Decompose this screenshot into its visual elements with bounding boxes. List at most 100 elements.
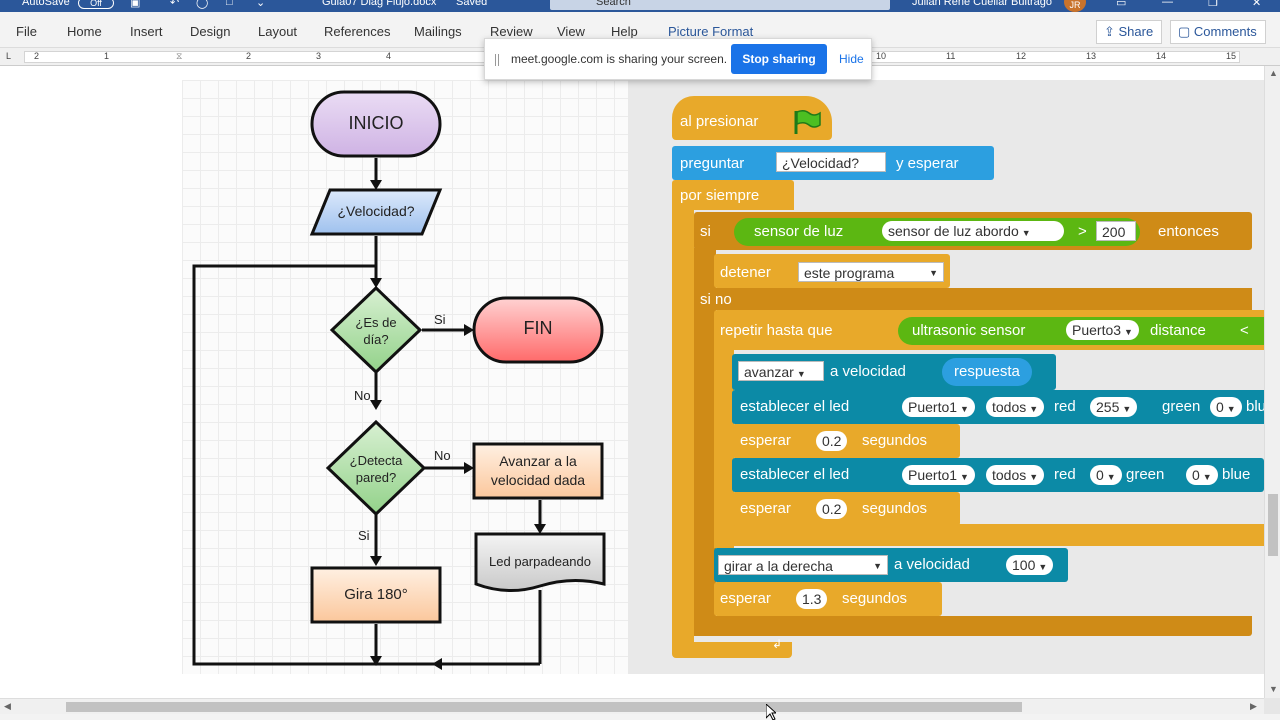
distance-label: distance (1150, 322, 1206, 339)
stop-dropdown[interactable]: este programa▼ (798, 262, 944, 282)
minimize-icon[interactable]: — (1162, 0, 1173, 8)
forever-label: por siempre (680, 187, 760, 204)
threshold-input[interactable]: 200 (1096, 221, 1136, 241)
saved-status: Saved (456, 0, 488, 8)
flowchart-image[interactable]: INICIO ¿Velocidad? ¿Es de día? Si No FIN… (182, 80, 628, 674)
vertical-scroll-thumb[interactable] (1268, 494, 1278, 556)
repeat-foot (714, 524, 1264, 546)
light-sensor-dropdown[interactable]: sensor de luz abordo▼ (882, 221, 1064, 241)
start-terminal (310, 90, 442, 158)
scroll-left-icon[interactable]: ◀ (4, 701, 11, 711)
red-dropdown-2[interactable]: 0▼ (1090, 465, 1122, 485)
tab-view[interactable]: View (557, 24, 585, 39)
scroll-right-icon[interactable]: ▶ (1250, 701, 1257, 711)
tab-design[interactable]: Design (190, 24, 231, 39)
avatar[interactable]: JR (1064, 0, 1086, 12)
close-icon[interactable]: ✕ (1252, 0, 1262, 9)
horizontal-scroll-thumb[interactable] (66, 702, 1022, 712)
tab-file[interactable]: File (16, 24, 37, 39)
chevron-down-icon: ▼ (796, 369, 806, 379)
led-all-dropdown-2[interactable]: todos▼ (986, 465, 1045, 485)
repeat-arm (714, 348, 734, 548)
comment-icon: ▢ (1178, 24, 1194, 39)
light-sensor-label: sensor de luz (754, 223, 844, 240)
autosave-toggle[interactable]: Off (78, 0, 114, 9)
green-label-2: green (1126, 466, 1165, 483)
if-foot (694, 616, 1252, 636)
red-value-1: 255 (1096, 399, 1120, 415)
share-button[interactable]: ⇪ Share (1096, 20, 1162, 44)
block-code-image[interactable]: al presionar preguntar ¿Velocidad? y esp… (628, 80, 1264, 674)
turn-speed-value: 100 (1012, 557, 1036, 573)
chevron-down-icon: ▼ (1029, 472, 1039, 482)
if-label: si (700, 223, 711, 240)
drag-handle-icon[interactable] (495, 54, 499, 66)
search-box[interactable]: Search (550, 0, 890, 10)
vertical-scrollbar[interactable]: ▲ ▼ (1264, 66, 1280, 698)
decision-wall-line: pared? (355, 470, 397, 485)
screen-share-banner: meet.google.com is sharing your screen. … (484, 38, 872, 80)
tab-references[interactable]: References (324, 24, 391, 39)
undo-icon[interactable]: ↶ (170, 0, 180, 9)
ribbon-display-icon[interactable]: ▭ (1116, 0, 1127, 9)
no-label: No (354, 388, 371, 403)
green-dropdown-1[interactable]: 0▼ (1210, 397, 1242, 417)
tab-stop-selector[interactable]: L (6, 51, 12, 61)
tab-layout[interactable]: Layout (258, 24, 298, 39)
stop-sharing-button[interactable]: Stop sharing (731, 44, 827, 74)
green-dropdown-2[interactable]: 0▼ (1186, 465, 1218, 485)
stop-label: detener (720, 264, 771, 281)
chevron-down-icon: ▼ (960, 472, 969, 482)
chevron-down-icon: ▼ (1021, 228, 1031, 238)
repeat-until-label: repetir hasta que (720, 322, 833, 339)
start-label: INICIO (348, 113, 404, 133)
chevron-down-icon: ▼ (1038, 562, 1048, 572)
green-value-1: 0 (1216, 399, 1224, 415)
chevron-down-icon: ▼ (1226, 404, 1236, 414)
comments-button[interactable]: ▢ Comments (1170, 20, 1266, 44)
green-label-1: green (1162, 398, 1201, 415)
restore-icon[interactable]: ❐ (1208, 0, 1218, 9)
tab-insert[interactable]: Insert (130, 24, 163, 39)
ask-input[interactable]: ¿Velocidad? (776, 152, 886, 172)
share-message: meet.google.com is sharing your screen. (511, 52, 728, 66)
save-icon[interactable]: ▣ (130, 0, 141, 9)
scroll-up-icon[interactable]: ▲ (1269, 68, 1278, 78)
indent-marker-icon[interactable]: ⧖ (176, 51, 183, 61)
wait-input-1[interactable]: 0.2 (816, 431, 848, 451)
decision-day-line: ¿Es de (355, 315, 397, 330)
turn-speed-dropdown[interactable]: 100▼ (1006, 555, 1054, 575)
forever-block (672, 180, 794, 210)
hide-button[interactable]: Hide (839, 52, 864, 66)
tab-review[interactable]: Review (490, 24, 533, 39)
wait-input-3[interactable]: 1.3 (796, 589, 828, 609)
red-dropdown-1[interactable]: 255▼ (1090, 397, 1138, 417)
led-all-value-1: todos (992, 399, 1027, 415)
answer-reporter[interactable]: respuesta (942, 358, 1032, 386)
new-doc-icon[interactable]: □ (226, 0, 233, 8)
ruler-mark: 3 (316, 51, 322, 61)
yes-label: Si (358, 528, 370, 543)
ruler-mark: 15 (1226, 51, 1237, 61)
share-label: Share (1118, 24, 1154, 39)
ultrasonic-port-dropdown[interactable]: Puerto3▼ (1066, 320, 1139, 340)
led-all-dropdown-1[interactable]: todos▼ (986, 397, 1045, 417)
redo-icon[interactable]: ◯ (196, 0, 209, 9)
ruler-mark: 12 (1016, 51, 1027, 61)
led-port-dropdown-1[interactable]: Puerto1▼ (902, 397, 975, 417)
turn-dropdown[interactable]: girar a la derecha▼ (718, 555, 888, 575)
tab-home[interactable]: Home (67, 24, 102, 39)
scroll-down-icon[interactable]: ▼ (1269, 684, 1278, 694)
tab-help[interactable]: Help (611, 24, 638, 39)
wait-label-2: esperar (740, 500, 791, 517)
decision-day (329, 285, 423, 375)
ribbon-tabs: File Home Insert Design Layout Reference… (0, 12, 1280, 48)
horizontal-scrollbar[interactable]: ◀ ▶ (0, 698, 1264, 714)
tab-mailings[interactable]: Mailings (414, 24, 462, 39)
tab-picture-format[interactable]: Picture Format (668, 24, 754, 39)
customize-icon[interactable]: ⌄ (256, 0, 266, 9)
wait-input-2[interactable]: 0.2 (816, 499, 848, 519)
led-port-dropdown-2[interactable]: Puerto1▼ (902, 465, 975, 485)
move-dropdown[interactable]: avanzar▼ (738, 361, 824, 381)
document-page[interactable]: INICIO ¿Velocidad? ¿Es de día? Si No FIN… (0, 66, 1264, 698)
